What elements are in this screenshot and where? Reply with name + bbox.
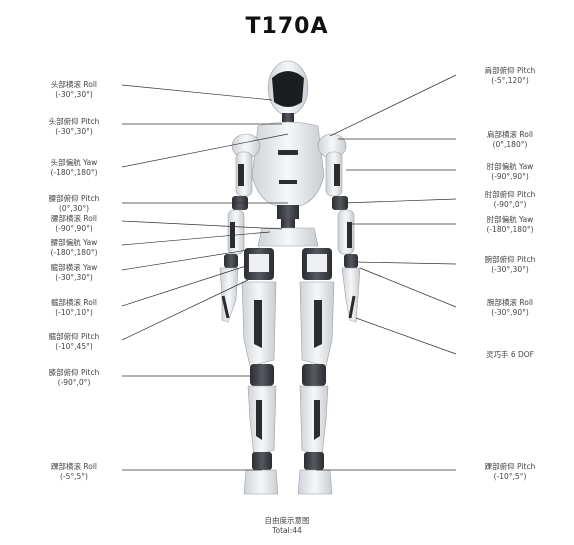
- label-range: (-5°,5°): [60, 472, 88, 481]
- label-elbow-pitch: 肘部俯仰 Pitch (-90°,0°): [470, 190, 550, 210]
- leader-head-yaw: [121, 133, 289, 168]
- label-range: (-30°,90°): [491, 308, 529, 317]
- leader-waist-roll: [121, 220, 283, 230]
- label-wrist-pitch: 腕部俯仰 Pitch (-30°,30°): [470, 255, 550, 275]
- robot-left-leg: [241, 281, 279, 495]
- label-hip-roll: 髋部横滚 Roll (-10°,10°): [34, 298, 114, 318]
- leader-waist-yaw: [121, 231, 271, 246]
- leader-shoulder-pitch: [329, 74, 457, 137]
- leader-dexterous-hand: [355, 317, 457, 355]
- robot-right-arm: [317, 133, 361, 323]
- diagram-title: T170A: [245, 14, 329, 39]
- label-name: 膝部俯仰 Pitch: [48, 368, 100, 377]
- label-range: (-30°,30°): [55, 273, 93, 282]
- label-range: (-180°,180°): [486, 225, 534, 234]
- label-range: (-30°,30°): [55, 127, 93, 136]
- leader-elbow-pitch: [343, 198, 457, 204]
- footer-total: Total:44: [272, 526, 302, 535]
- leader-wrist-roll: [359, 267, 457, 308]
- label-range: (-30°,30°): [55, 90, 93, 99]
- label-wrist-roll: 腕部横滚 Roll (-30°,90°): [470, 298, 550, 318]
- label-name: 腰部俯仰 Pitch: [48, 194, 100, 203]
- label-hip-pitch: 髋部俯仰 Pitch (-10°,45°): [34, 332, 114, 352]
- label-name: 髋部俯仰 Pitch: [48, 332, 100, 341]
- label-head-pitch: 头部俯仰 Pitch (-30°,30°): [34, 117, 114, 137]
- label-range: (-10°,10°): [55, 308, 93, 317]
- robot-left-arm: [219, 133, 261, 323]
- label-hip-yaw: 髋部横滚 Yaw (-30°,30°): [34, 263, 114, 283]
- footer-caption: 自由度示意图 Total:44: [0, 516, 574, 536]
- label-name: 踝部俯仰 Pitch: [484, 462, 536, 471]
- label-range: (-90°,90°): [491, 172, 529, 181]
- label-name: 髋部横滚 Yaw: [50, 263, 98, 272]
- label-range: (-5°,120°): [491, 76, 529, 85]
- leader-lines: [121, 74, 457, 471]
- label-name: 肘部偏航 Yaw: [486, 162, 534, 171]
- label-range: (-90°,0°): [493, 200, 527, 209]
- leader-head-roll: [121, 84, 273, 101]
- label-name: 头部偏航 Yaw: [50, 158, 98, 167]
- label-name: 肘部偏航 Yaw: [486, 215, 534, 224]
- label-ankle-pitch: 踝部俯仰 Pitch (-10°,5°): [470, 462, 550, 482]
- label-range: (0°,180°): [492, 140, 528, 149]
- label-waist-pitch: 腰部俯仰 Pitch (0°,30°): [34, 194, 114, 214]
- label-name: 腕部横滚 Roll: [486, 298, 533, 307]
- leader-hip-roll: [121, 265, 247, 307]
- label-waist-roll: 腰部横滚 Roll (-90°,90°): [34, 214, 114, 234]
- label-name: 肩部俯仰 Pitch: [484, 66, 536, 75]
- leader-hip-yaw: [121, 247, 261, 271]
- label-knee-pitch: 膝部俯仰 Pitch (-90°,0°): [34, 368, 114, 388]
- label-range: (-180°,180°): [50, 168, 98, 177]
- footer-title: 自由度示意图: [264, 516, 310, 525]
- label-upperarm-yaw: 肘部偏航 Yaw (-90°,90°): [470, 162, 550, 182]
- label-range: (-30°,30°): [491, 265, 529, 274]
- robot-right-leg: [297, 281, 335, 495]
- label-head-yaw: 头部偏航 Yaw (-180°,180°): [34, 158, 114, 178]
- label-name: 腰部偏航 Yaw: [50, 238, 98, 247]
- label-name: 头部俯仰 Pitch: [48, 117, 100, 126]
- label-range: (0°,30°): [58, 204, 90, 213]
- label-name: 踝部横滚 Roll: [50, 462, 97, 471]
- label-name: 肘部俯仰 Pitch: [484, 190, 536, 199]
- robot-head: [267, 60, 309, 123]
- label-name: 灵巧手 6 DOF: [485, 350, 535, 359]
- leader-wrist-pitch: [353, 261, 457, 265]
- label-range: (-10°,5°): [493, 472, 527, 481]
- label-waist-yaw: 腰部偏航 Yaw (-180°,180°): [34, 238, 114, 258]
- label-head-roll: 头部横滚 Roll (-30°,30°): [34, 80, 114, 100]
- label-ankle-roll: 踝部横滚 Roll (-5°,5°): [34, 462, 114, 482]
- label-name: 髋部横滚 Roll: [50, 298, 97, 307]
- label-range: (-90°,0°): [57, 378, 91, 387]
- label-name: 头部横滚 Roll: [50, 80, 97, 89]
- label-forearm-yaw: 肘部偏航 Yaw (-180°,180°): [470, 215, 550, 235]
- label-name: 腰部横滚 Roll: [50, 214, 97, 223]
- label-range: (-10°,45°): [55, 342, 93, 351]
- label-name: 腕部俯仰 Pitch: [484, 255, 536, 264]
- robot-torso: [251, 121, 325, 247]
- label-shoulder-roll: 肩部横滚 Roll (0°,180°): [470, 130, 550, 150]
- label-shoulder-pitch: 肩部俯仰 Pitch (-5°,120°): [470, 66, 550, 86]
- leader-hip-pitch: [121, 279, 249, 341]
- label-range: (-180°,180°): [50, 248, 98, 257]
- robot-hips: [244, 248, 332, 280]
- label-range: (-90°,90°): [55, 224, 93, 233]
- label-dexterous-hand: 灵巧手 6 DOF: [470, 350, 550, 360]
- label-name: 肩部横滚 Roll: [486, 130, 533, 139]
